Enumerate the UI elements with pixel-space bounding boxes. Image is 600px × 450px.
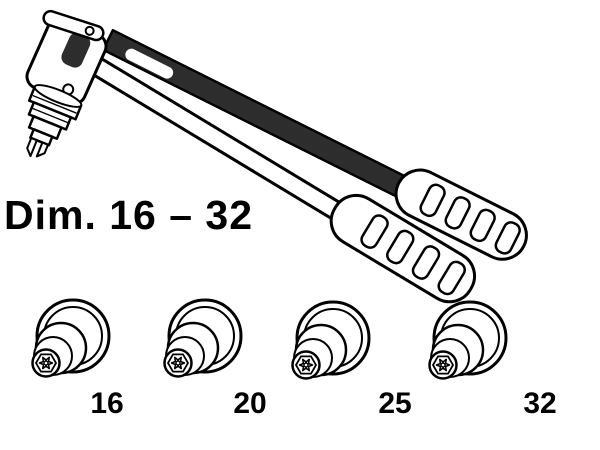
tool-nozzle [26, 84, 83, 158]
upper-handle-grip [394, 168, 528, 261]
die-illustration-2 [163, 298, 243, 378]
dimension-range-label: Dim. 16 – 32 [4, 192, 254, 238]
dies-row [31, 298, 508, 380]
die-illustration-4 [428, 300, 508, 380]
press-tool-illustration [25, 9, 528, 304]
die-size-label-3: 25 [378, 387, 412, 420]
tool-lever [42, 9, 105, 42]
die-illustration-1 [31, 298, 111, 378]
lever-pin-icon [84, 25, 95, 36]
tool-head [25, 17, 108, 106]
die-size-label-1: 16 [90, 387, 124, 420]
die-size-label-4: 32 [523, 387, 557, 420]
fork-prong-right [35, 141, 49, 158]
handle-highlight-slot [125, 48, 174, 79]
lower-handle-grip [329, 193, 477, 304]
die-illustration-3 [291, 300, 371, 380]
die-size-label-2: 20 [233, 387, 267, 420]
fork-prong-left [26, 137, 38, 158]
head-slot [61, 32, 91, 68]
